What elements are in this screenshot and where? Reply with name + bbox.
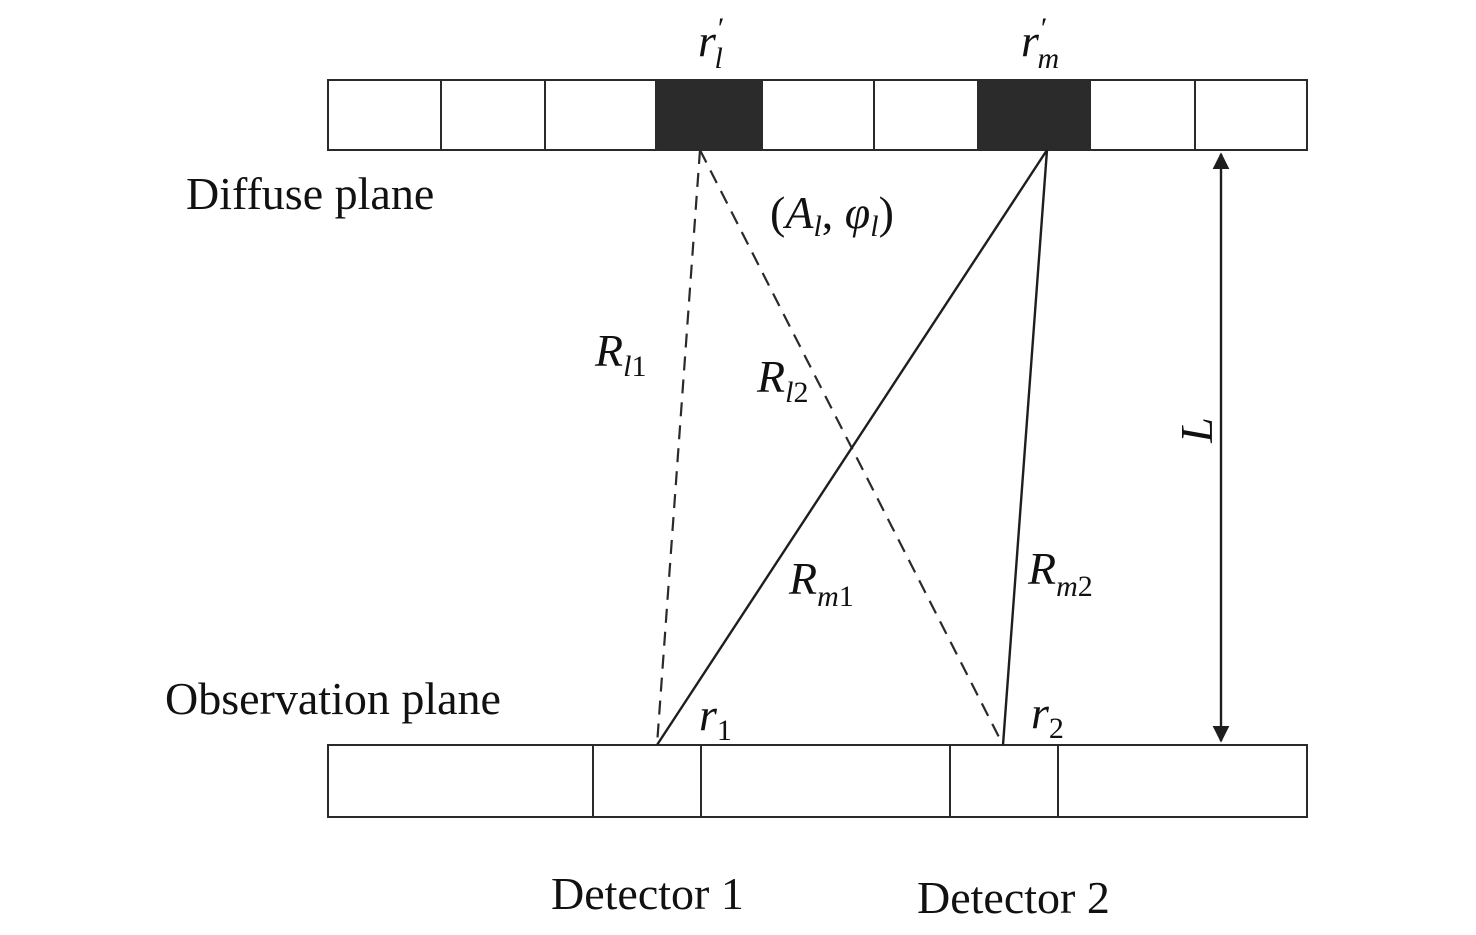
observation-cell-1 — [327, 744, 594, 818]
label-R-m2: Rm2 — [1027, 543, 1093, 603]
diffuse-cell-1 — [327, 79, 442, 151]
observation-plane-strip — [327, 744, 1308, 818]
detector-1-label: Detector 1 — [551, 868, 744, 919]
observation-cell-5 — [1057, 744, 1308, 818]
detector-2-label: Detector 2 — [917, 872, 1110, 923]
label-R-l2: Rl2 — [756, 351, 808, 409]
label-r-prime-m: r′m — [1021, 12, 1059, 75]
amplitude-phase-label: (Al, φl) — [770, 187, 894, 243]
label-r1: r1 — [699, 689, 732, 747]
path-R-m2 — [1001, 149, 1049, 746]
observation-cell-3 — [700, 744, 951, 818]
diffuse-cell-m-filled — [977, 79, 1091, 151]
diffuse-plane-label: Diffuse plane — [186, 168, 434, 219]
diffuse-cell-9 — [1194, 79, 1308, 151]
label-r-prime-l: r′l — [698, 12, 724, 75]
detector-1-cell — [592, 744, 702, 818]
label-L: L — [1171, 417, 1222, 444]
observation-plane-label: Observation plane — [165, 673, 501, 724]
label-R-m1: Rm1 — [788, 553, 854, 613]
path-R-m1 — [655, 149, 1049, 746]
diffuse-cell-3 — [544, 79, 657, 151]
diffuse-cell-6 — [873, 79, 979, 151]
diffuse-cell-5 — [761, 79, 875, 151]
path-R-l1 — [655, 149, 702, 746]
diffuse-cell-2 — [440, 79, 546, 151]
detector-2-cell — [949, 744, 1059, 818]
diffuse-cell-8 — [1089, 79, 1196, 151]
diffuse-cell-l-filled — [655, 79, 763, 151]
diffuse-plane-strip — [327, 79, 1308, 151]
label-r2: r2 — [1031, 687, 1064, 745]
label-R-l1: Rl1 — [594, 325, 646, 383]
